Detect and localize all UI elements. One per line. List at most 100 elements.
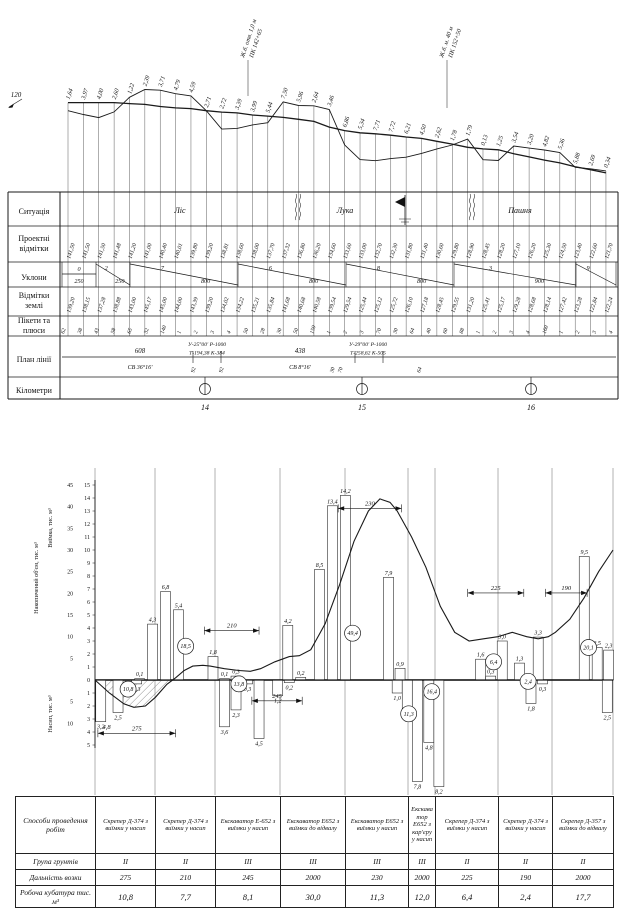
svg-text:5: 5 xyxy=(87,743,90,749)
work-col-4-group: III xyxy=(280,853,346,870)
svg-text:50: 50 xyxy=(293,327,300,334)
svg-text:3,97: 3,97 xyxy=(80,87,91,101)
mass-axes: 1234567891011121314150123455101520253035… xyxy=(33,480,613,749)
svg-text:138,88: 138,88 xyxy=(112,297,123,314)
svg-text:140,01: 140,01 xyxy=(173,242,185,259)
svg-text:145,00: 145,00 xyxy=(157,296,169,313)
svg-text:40: 40 xyxy=(67,505,73,511)
svg-text:132,30: 132,30 xyxy=(389,243,400,260)
work-col-2-group: II xyxy=(155,853,216,870)
svg-text:137,70: 137,70 xyxy=(266,243,277,260)
svg-text:СВ 36°16': СВ 36°16' xyxy=(128,364,154,371)
svg-text:32: 32 xyxy=(143,327,151,335)
svg-text:4: 4 xyxy=(524,330,532,335)
svg-text:0,3: 0,3 xyxy=(232,670,240,676)
work-col-8-group: II xyxy=(498,853,553,870)
svg-text:125,30: 125,30 xyxy=(543,243,554,260)
svg-text:127,42: 127,42 xyxy=(557,296,569,313)
table-row-label-volume: Робоча кубатура тис. м³ xyxy=(15,885,96,908)
svg-text:5,96: 5,96 xyxy=(295,90,305,103)
svg-text:210: 210 xyxy=(227,623,238,630)
svg-text:СВ 8°16': СВ 8°16' xyxy=(289,364,312,371)
svg-text:Лука: Лука xyxy=(336,206,354,215)
svg-text:800: 800 xyxy=(309,278,319,285)
svg-text:138,15: 138,15 xyxy=(82,297,93,314)
svg-text:2: 2 xyxy=(105,265,108,272)
svg-text:139,20: 139,20 xyxy=(205,243,216,260)
work-col-5-methods: Екскаватор Е652 з виїмки у насип xyxy=(345,796,409,854)
svg-text:0,1: 0,1 xyxy=(221,672,229,678)
svg-text:3: 3 xyxy=(209,330,216,336)
design-line xyxy=(68,101,607,174)
svg-text:125,72: 125,72 xyxy=(389,297,400,314)
svg-text:1: 1 xyxy=(176,330,183,335)
svg-text:3,71: 3,71 xyxy=(157,75,167,88)
svg-text:40: 40 xyxy=(425,327,433,335)
work-col-7-volume: 6,4 xyxy=(435,885,499,908)
svg-text:плюси: плюси xyxy=(23,326,46,335)
svg-text:136,80: 136,80 xyxy=(297,243,308,260)
svg-text:140,58: 140,58 xyxy=(311,296,323,313)
svg-text:4,8: 4,8 xyxy=(102,724,111,731)
svg-text:6,8: 6,8 xyxy=(162,585,170,591)
svg-text:4: 4 xyxy=(87,730,90,736)
svg-text:134,02: 134,02 xyxy=(219,296,231,313)
svg-text:62: 62 xyxy=(60,327,67,334)
svg-text:16,4: 16,4 xyxy=(426,689,437,696)
svg-text:139,80: 139,80 xyxy=(189,243,200,260)
earthworks-table: Способи проведення робіт Скрепер Д-374 з… xyxy=(15,796,614,908)
svg-text:141,48: 141,48 xyxy=(111,242,123,259)
svg-text:7,8: 7,8 xyxy=(414,784,422,790)
work-col-7-group: II xyxy=(435,853,499,870)
work-col-9-distance: 2000 xyxy=(552,869,614,886)
svg-text:2,69: 2,69 xyxy=(587,154,597,166)
svg-text:5,34: 5,34 xyxy=(357,118,367,130)
table-row-methods: Способи проведення робіт Скрепер Д-374 з… xyxy=(15,796,614,854)
svg-text:126,10: 126,10 xyxy=(404,297,415,314)
svg-text:3,99: 3,99 xyxy=(249,100,259,113)
svg-text:12: 12 xyxy=(84,522,90,528)
svg-text:11,3: 11,3 xyxy=(404,712,414,718)
work-col-1-distance: 275 xyxy=(95,869,156,886)
svg-text:50: 50 xyxy=(243,327,250,334)
svg-text:0,3: 0,3 xyxy=(244,687,252,693)
svg-text:2,62: 2,62 xyxy=(434,126,444,138)
work-col-9-methods: Скрепер Д-357 з виїмки до відвалу xyxy=(552,796,614,854)
svg-text:5: 5 xyxy=(87,613,90,619)
svg-text:3: 3 xyxy=(488,265,492,272)
svg-text:20: 20 xyxy=(67,591,73,597)
svg-text:138,81: 138,81 xyxy=(220,243,231,260)
work-col-6-group: III xyxy=(408,853,436,870)
balance-circles: 10,818,513,849,411,316,46,42,420,1 xyxy=(119,624,597,723)
svg-text:0,2: 0,2 xyxy=(286,686,294,692)
svg-text:127,10: 127,10 xyxy=(512,243,523,260)
svg-text:140,40: 140,40 xyxy=(157,242,169,259)
work-col-5-distance: 230 xyxy=(345,869,409,886)
svg-text:139,20: 139,20 xyxy=(66,297,77,314)
svg-text:245: 245 xyxy=(272,693,283,700)
svg-text:3,54: 3,54 xyxy=(510,131,520,144)
svg-text:4: 4 xyxy=(87,626,90,632)
svg-text:0,3: 0,3 xyxy=(487,670,495,676)
svg-text:35: 35 xyxy=(67,526,73,532)
svg-text:123,28: 123,28 xyxy=(573,297,584,314)
work-col-4-methods: Екскаватор Е652 з виїмки до відвалу xyxy=(280,796,346,854)
svg-text:3,2: 3,2 xyxy=(96,725,105,731)
work-col-2-distance: 210 xyxy=(155,869,216,886)
svg-text:125,44: 125,44 xyxy=(357,296,369,313)
svg-text:2: 2 xyxy=(575,330,582,335)
work-col-3-volume: 8,1 xyxy=(215,885,281,908)
svg-text:3,46: 3,46 xyxy=(326,94,337,108)
svg-text:58: 58 xyxy=(110,327,117,334)
svg-text:Пікети та: Пікети та xyxy=(18,316,51,325)
svg-text:4,79: 4,79 xyxy=(172,79,182,91)
svg-text:7,72: 7,72 xyxy=(388,120,398,132)
svg-text:438: 438 xyxy=(295,348,306,355)
work-col-7-distance: 225 xyxy=(435,869,499,886)
svg-text:1,2: 1,2 xyxy=(274,699,282,705)
svg-text:2,5: 2,5 xyxy=(114,716,122,722)
work-col-3-distance: 245 xyxy=(215,869,281,886)
